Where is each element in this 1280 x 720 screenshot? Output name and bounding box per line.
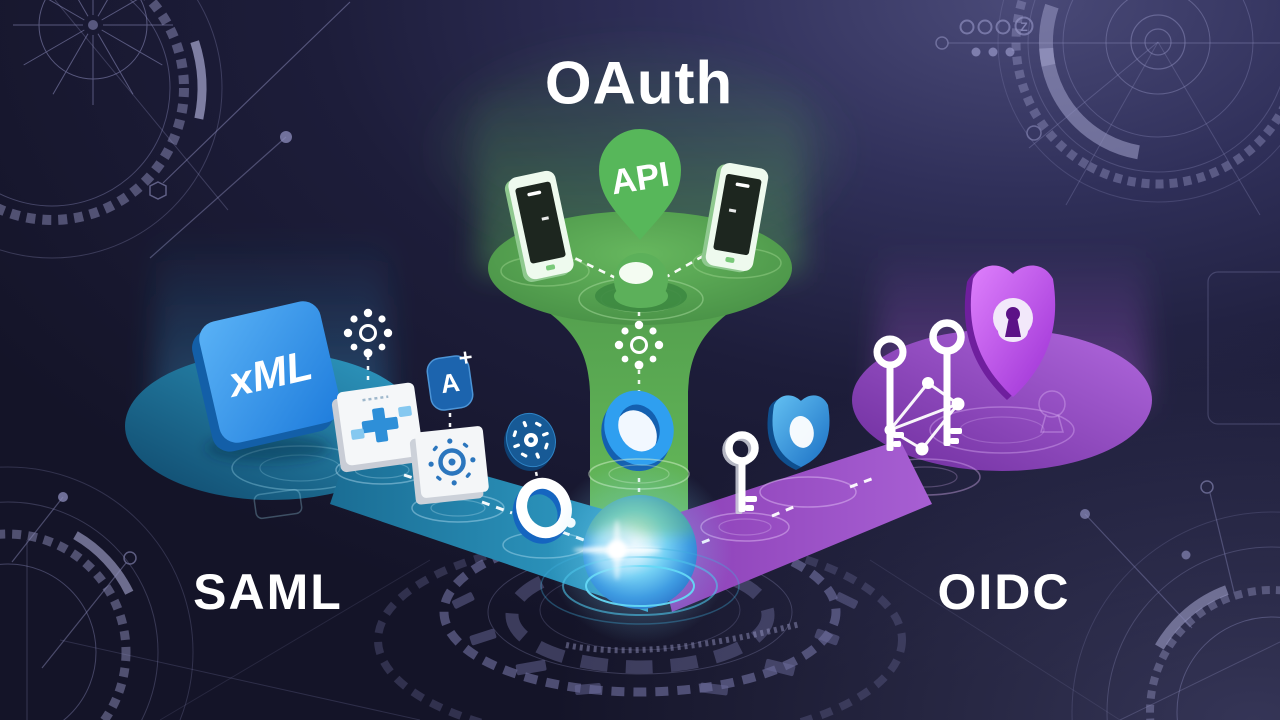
molecule-icon: [343, 308, 393, 358]
hud-dial: [997, 0, 1280, 216]
key-right: [929, 319, 965, 446]
saml-label: SAML: [193, 564, 343, 620]
oauth-title: OAuth: [544, 49, 734, 117]
decor-dot: [988, 47, 998, 57]
hud-bottom-left: [0, 466, 421, 720]
identity-orb: [540, 460, 740, 644]
orb-ring: [585, 565, 695, 607]
key-left: [873, 335, 907, 451]
phone-icon-left: [504, 170, 574, 282]
starburst-icon: [13, 0, 173, 105]
z-glyph-icon: Z: [1014, 16, 1034, 36]
keys-network-icon: [873, 319, 965, 456]
svg-text:Z: Z: [1020, 20, 1027, 34]
hud-debris: [452, 592, 858, 696]
decor-dot: [971, 47, 981, 57]
hub-icon: [614, 320, 664, 370]
lens-flare: [573, 520, 661, 580]
phone-icon-right: [701, 163, 769, 273]
gear-badge-icon: [503, 412, 556, 471]
auth-dome-icon: [595, 253, 687, 312]
xml-tile-icon: xML: [192, 301, 341, 452]
decor-dot: [1005, 47, 1015, 57]
lock-shield-icon: [964, 265, 1056, 400]
hud-center-rings: [159, 527, 1121, 720]
svg-text:API: API: [608, 155, 672, 203]
padlock-icon: [993, 298, 1033, 342]
oidc-label: OIDC: [937, 564, 1071, 620]
decor-circle-icon: [959, 19, 975, 35]
hud-top-right: Z: [935, 0, 1280, 216]
decor-circle-icon: [995, 19, 1011, 35]
settings-card-icon: [409, 426, 489, 505]
key-icon: [722, 431, 759, 514]
hud-bottom-right: [1071, 271, 1280, 720]
api-pin-icon: API: [598, 128, 681, 240]
svg-text:A: A: [439, 367, 462, 399]
shield-icon: [767, 395, 830, 470]
oauth-platform: API: [488, 128, 792, 325]
user-badge-icon: A: [426, 351, 474, 411]
keyhole-outline: [1038, 390, 1066, 433]
federation-card-icon: [331, 382, 423, 473]
decor-circle-icon: [977, 19, 993, 35]
